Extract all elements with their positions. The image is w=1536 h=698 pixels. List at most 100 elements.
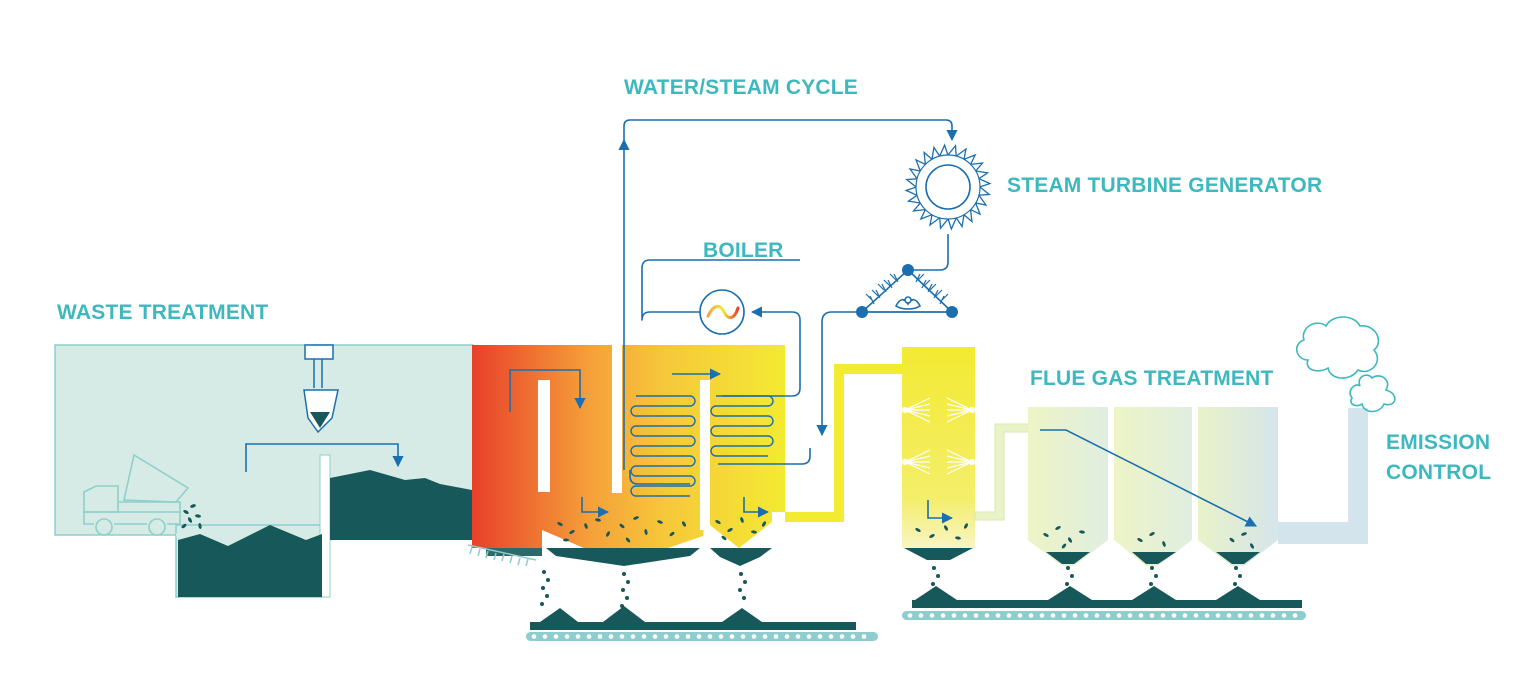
conveyor-roller [984, 613, 990, 618]
conveyor-roller [839, 634, 845, 639]
conveyor-roller [531, 634, 537, 639]
crane-path-arrow [245, 443, 404, 472]
conveyor-roller [1105, 613, 1111, 618]
conveyor-roller [1094, 613, 1100, 618]
waste-pile-bunker [330, 470, 472, 540]
conveyor-roller [1138, 613, 1144, 618]
conveyor-roller [951, 613, 957, 618]
conveyor-roller [1160, 613, 1166, 618]
condenser-nodes [856, 264, 958, 318]
turbine-blade [975, 170, 990, 180]
conveyor-roller [1006, 613, 1012, 618]
conveyor-roller [707, 634, 713, 639]
flue-gas-treatment-label: FLUE GAS TREATMENT [1030, 367, 1274, 390]
waste-treatment-label: WASTE TREATMENT [57, 301, 269, 324]
crane-grab-icon [303, 344, 339, 434]
conveyor-roller [762, 634, 768, 639]
fly-ash-particles [557, 516, 766, 543]
conveyor-roller [861, 634, 867, 639]
conveyor-roller [553, 634, 559, 639]
turbine-blade [955, 214, 965, 229]
conveyor-roller [962, 613, 968, 618]
conveyor-roller [1248, 613, 1254, 618]
conveyor-roller [918, 613, 924, 618]
conveyor-roller [1116, 613, 1122, 618]
conveyor-roller [630, 634, 636, 639]
conveyor-roller [1039, 613, 1045, 618]
turbine-blade [914, 158, 926, 172]
conveyor-roller [575, 634, 581, 639]
turbine-blade [963, 209, 973, 224]
furnace-boiler [472, 345, 785, 564]
conveyor-roller [973, 613, 979, 618]
conveyor-roller [641, 634, 647, 639]
turbine-blade [911, 202, 926, 212]
conveyor-roller [1127, 613, 1133, 618]
turbine-blade [923, 150, 933, 165]
condenser-icon [859, 268, 954, 313]
emission-control-label-line2: CONTROL [1386, 461, 1492, 485]
boiler-label: BOILER [703, 239, 784, 262]
conveyor-roller [696, 634, 702, 639]
flue-duct [785, 364, 902, 522]
conveyor-roller [1204, 613, 1210, 618]
conveyor-roller [685, 634, 691, 639]
scrubber-gas-arrow [927, 500, 954, 524]
ash-conveyor-left [526, 606, 878, 641]
turbine-blade [947, 143, 957, 157]
conveyor-roller [929, 613, 935, 618]
conveyor-roller [542, 634, 548, 639]
turbine-blade [908, 168, 921, 180]
scrubber-particles [915, 523, 968, 540]
conveyor-roller [1226, 613, 1232, 618]
conveyor-roller [1061, 613, 1067, 618]
waste-pile-pit [178, 525, 322, 597]
falling-waste-particles [181, 504, 202, 529]
filter-ash-layer [1046, 552, 1260, 564]
furnace-grate [467, 544, 537, 567]
turbine-blade [904, 186, 918, 196]
emission-control-label-line1: EMISSION [1386, 431, 1491, 454]
conveyor-roller [619, 634, 625, 639]
smoke-cloud-icon [1296, 316, 1396, 413]
conveyor-roller [674, 634, 680, 639]
conveyor-roller [751, 634, 757, 639]
truck-icon [83, 453, 190, 536]
conveyor-roller [773, 634, 779, 639]
furnace-gas-arrows [509, 368, 770, 518]
conveyor-roller [1149, 613, 1155, 618]
chimney-stack [1278, 408, 1368, 544]
turbine-blade [975, 194, 988, 206]
conveyor-roller [1237, 613, 1243, 618]
conveyor-roller [597, 634, 603, 639]
turbine-blade [931, 145, 941, 160]
superheater-coil-right [710, 395, 774, 457]
scrubber-tower [902, 347, 975, 560]
conveyor-roller [729, 634, 735, 639]
conveyor-roller [940, 613, 946, 618]
falling-ash-dots [540, 566, 1242, 608]
turbine-blade [955, 147, 967, 160]
conveyor-roller [1072, 613, 1078, 618]
conveyor-roller [1182, 613, 1188, 618]
turbine-blade [919, 209, 933, 221]
conveyor-roller [828, 634, 834, 639]
turbine-blade [929, 214, 941, 227]
conveyor-roller [740, 634, 746, 639]
emission-control-label: EMISSION CONTROL [1386, 428, 1491, 489]
water-steam-cycle-label: WATER/STEAM CYCLE [624, 76, 859, 99]
turbine-blade [970, 202, 982, 216]
turbine-blade [939, 217, 949, 231]
filter-duct [974, 423, 1029, 521]
conveyor-roller [564, 634, 570, 639]
turbine-icon [904, 143, 992, 231]
turbine-blade [906, 194, 921, 204]
conveyor-roller [663, 634, 669, 639]
ash-conveyor-right [902, 586, 1306, 620]
flame-icon [699, 289, 745, 335]
turbine-blade [978, 186, 992, 196]
turbine-exhaust-line [908, 234, 949, 271]
filter-gas-arrow [1040, 429, 1257, 527]
bottom-ash-layer [486, 548, 772, 566]
